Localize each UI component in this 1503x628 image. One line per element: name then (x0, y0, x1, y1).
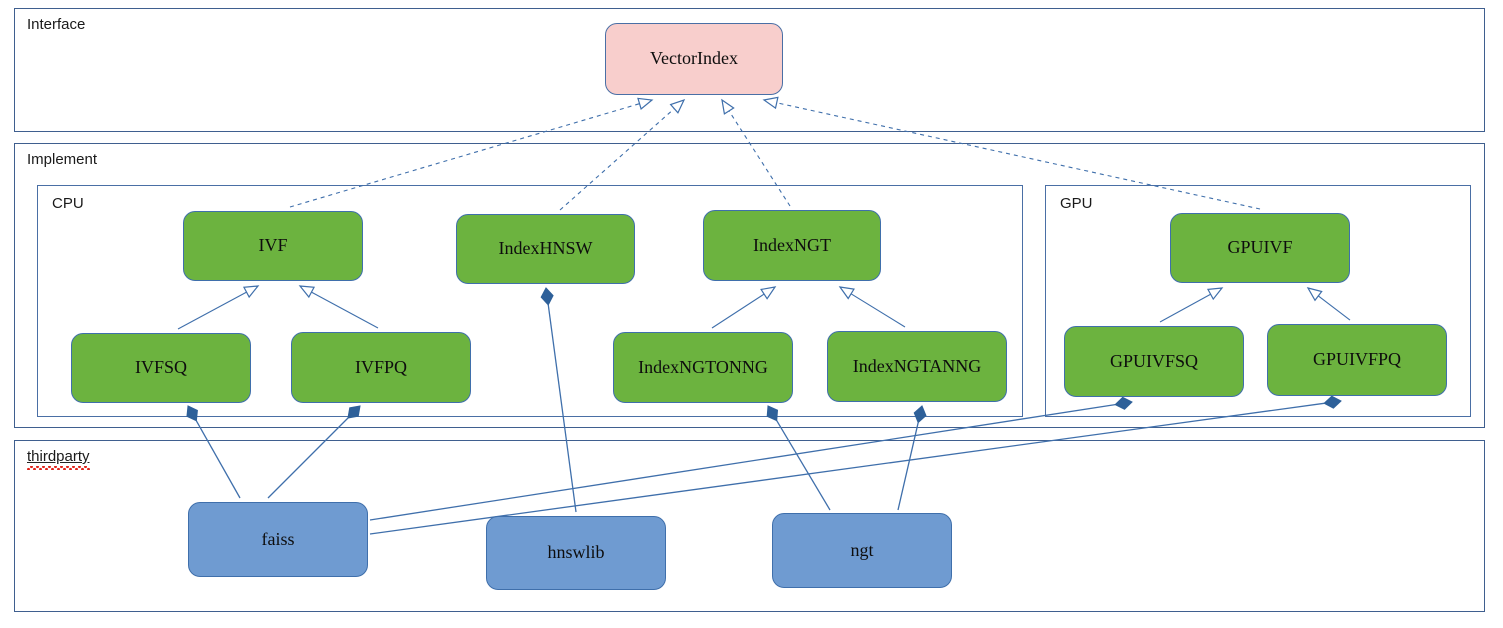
node-faiss[interactable]: faiss (188, 502, 368, 577)
node-indexngtonng[interactable]: IndexNGTONNG (613, 332, 793, 403)
node-indexngt[interactable]: IndexNGT (703, 210, 881, 281)
group-title-thirdparty: thirdparty (27, 448, 90, 465)
node-hnswlib[interactable]: hnswlib (486, 516, 666, 590)
node-indexngtanng[interactable]: IndexNGTANNG (827, 331, 1007, 402)
group-title-cpu: CPU (52, 195, 84, 212)
node-vectorindex[interactable]: VectorIndex (605, 23, 783, 95)
node-label: faiss (261, 528, 295, 549)
node-label: IVFSQ (134, 357, 187, 378)
group-title-interface: Interface (27, 16, 86, 33)
node-label: VectorIndex (650, 48, 738, 69)
node-ivf[interactable]: IVF (183, 211, 363, 281)
node-label: GPUIVFPQ (1312, 349, 1402, 370)
node-label: GPUIVFSQ (1109, 350, 1199, 371)
node-label: IndexHNSW (498, 238, 593, 259)
node-gpuivfpq[interactable]: GPUIVFPQ (1267, 324, 1447, 396)
node-gpuivf[interactable]: GPUIVF (1170, 213, 1350, 283)
node-gpuivfsq[interactable]: GPUIVFSQ (1064, 326, 1244, 397)
node-label: ngt (850, 539, 874, 560)
misspelled-word: thirdparty (27, 448, 90, 465)
node-label: IndexNGTONNG (638, 356, 768, 377)
group-title-implement: Implement (27, 151, 98, 168)
node-label: IndexNGTANNG (852, 355, 982, 376)
node-label: IVF (258, 235, 288, 256)
group-title-gpu: GPU (1060, 195, 1093, 212)
node-ivfsq[interactable]: IVFSQ (71, 333, 251, 403)
node-label: IVFPQ (354, 356, 407, 377)
node-ngt[interactable]: ngt (772, 513, 952, 588)
node-label: hnswlib (547, 542, 605, 563)
node-label: GPUIVF (1227, 237, 1293, 258)
node-indexhnsw[interactable]: IndexHNSW (456, 214, 635, 284)
node-label: IndexNGT (753, 234, 831, 255)
node-ivfpq[interactable]: IVFPQ (291, 332, 471, 403)
